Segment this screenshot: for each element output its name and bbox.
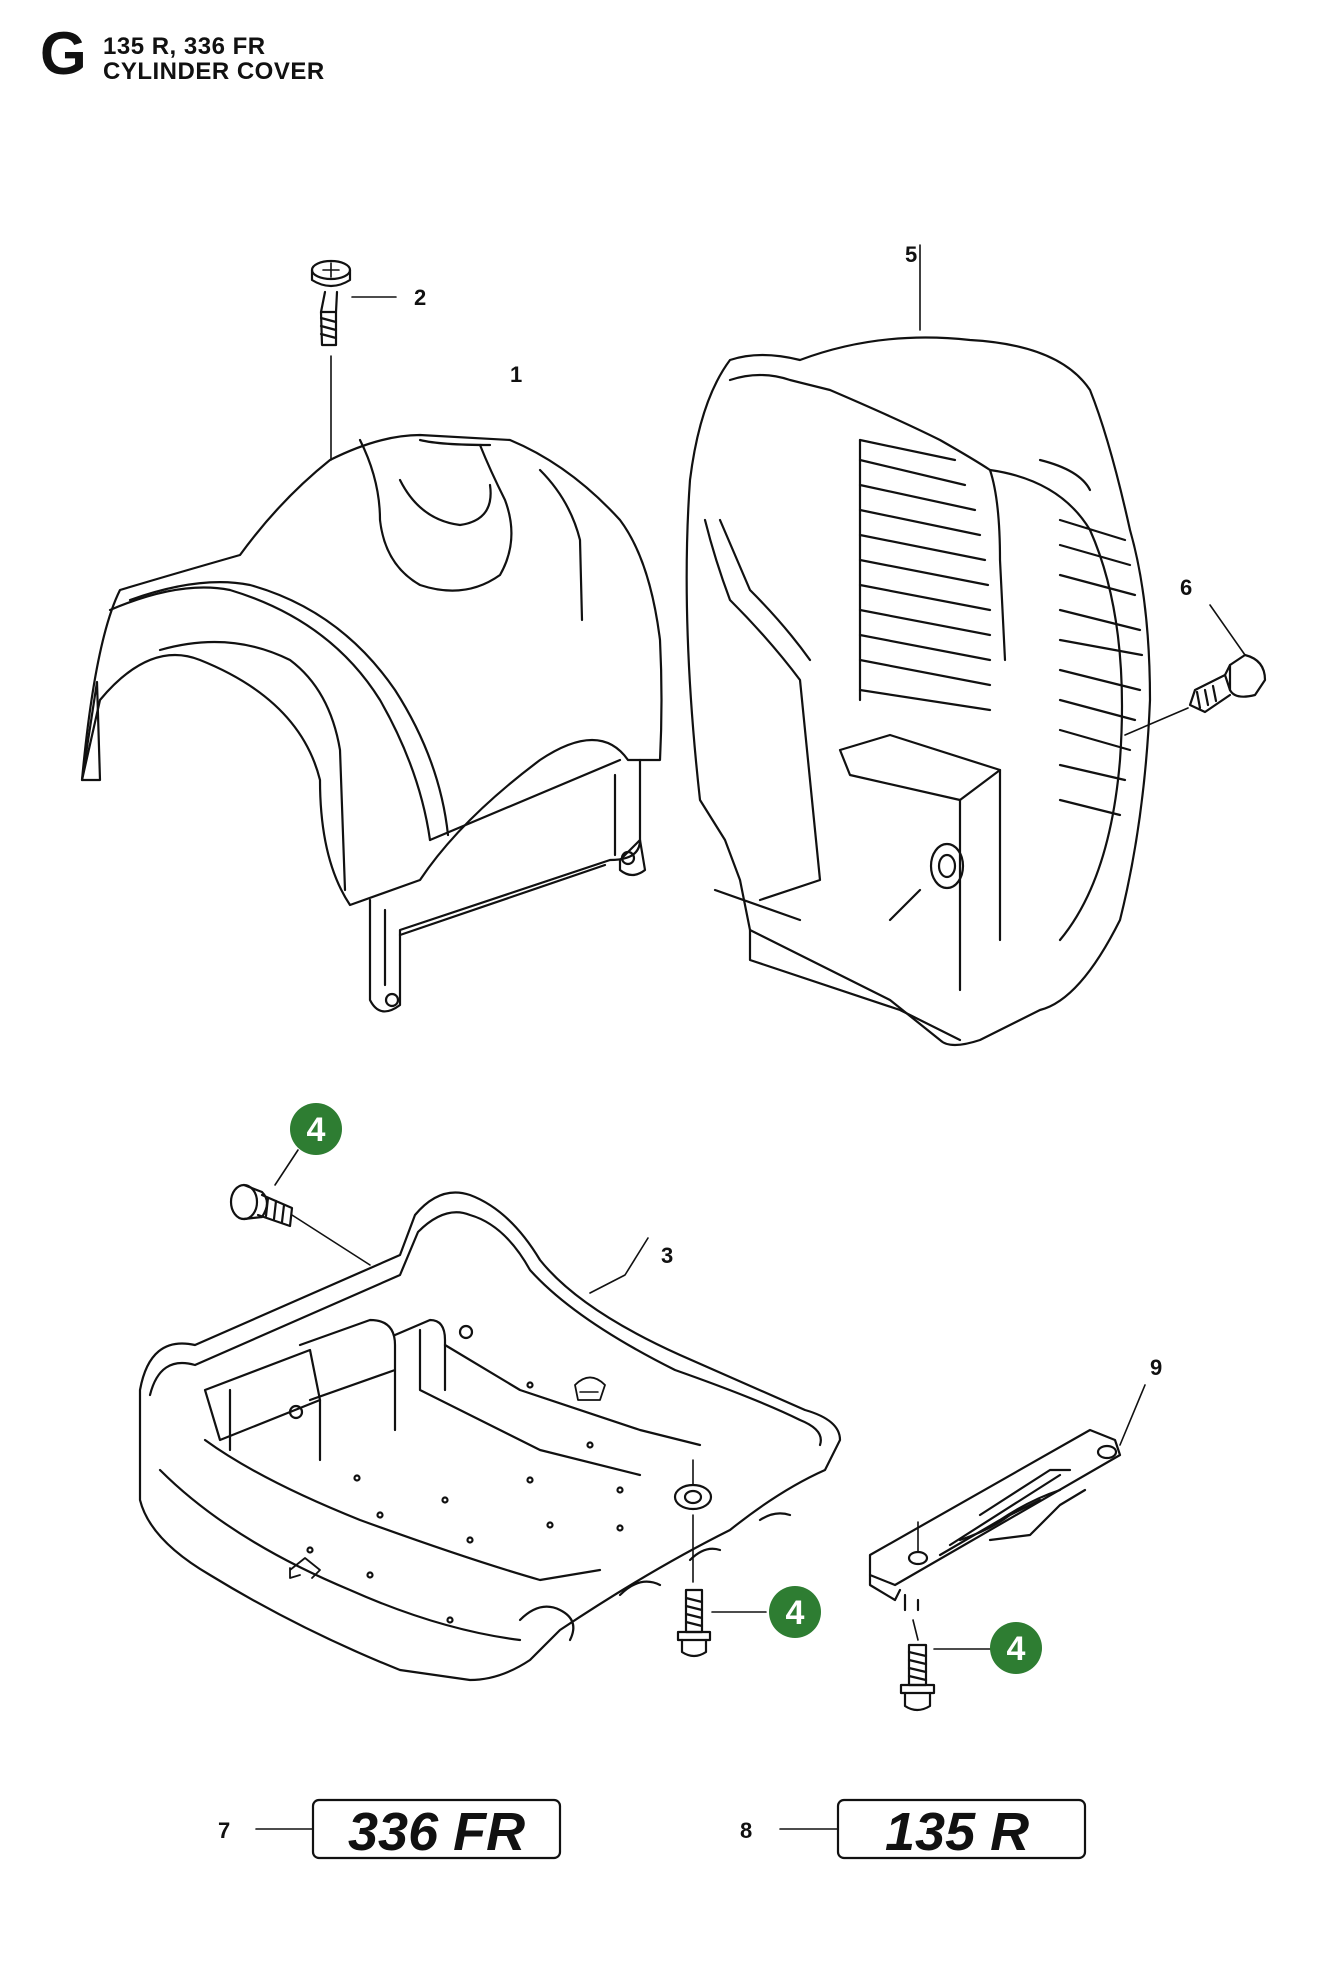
callout-2: 2 — [414, 285, 426, 310]
part-7-decal: 336 FR — [311, 1798, 562, 1862]
callout-7: 7 — [218, 1818, 230, 1843]
part-1-upper-cover — [80, 433, 663, 1013]
part-4-screw-center — [676, 1514, 767, 1658]
decal-7-text: 336 FR — [348, 1802, 525, 1862]
callout-8: 8 — [740, 1818, 752, 1843]
decal-8-text: 135 R — [885, 1802, 1029, 1862]
callout-6: 6 — [1180, 575, 1192, 600]
callout-5: 5 — [905, 242, 917, 267]
section-letter: G — [40, 20, 87, 87]
callout-1: 1 — [510, 362, 522, 387]
svg-text:4: 4 — [786, 1594, 805, 1632]
part-5-rear-cover — [685, 244, 1152, 1047]
part-8-decal: 135 R — [836, 1798, 1087, 1862]
kit-bubble-right: 4 — [990, 1622, 1042, 1674]
part-4-screw-upper — [229, 1149, 371, 1266]
part-4-screw-right — [899, 1619, 991, 1712]
part-3-lower-cover — [138, 1191, 842, 1682]
callout-3: 3 — [661, 1243, 673, 1268]
kit-bubble-center: 4 — [769, 1586, 821, 1638]
part-9-bracket — [868, 1384, 1146, 1612]
part-6-screw — [1124, 604, 1267, 736]
page-title: CYLINDER COVER — [103, 58, 325, 85]
part-2-screw — [310, 259, 397, 461]
model-list: 135 R, 336 FR — [103, 33, 266, 60]
svg-text:4: 4 — [1007, 1630, 1026, 1668]
callout-9: 9 — [1150, 1355, 1162, 1380]
svg-text:4: 4 — [307, 1111, 326, 1149]
kit-bubble-upper: 4 — [290, 1103, 342, 1155]
